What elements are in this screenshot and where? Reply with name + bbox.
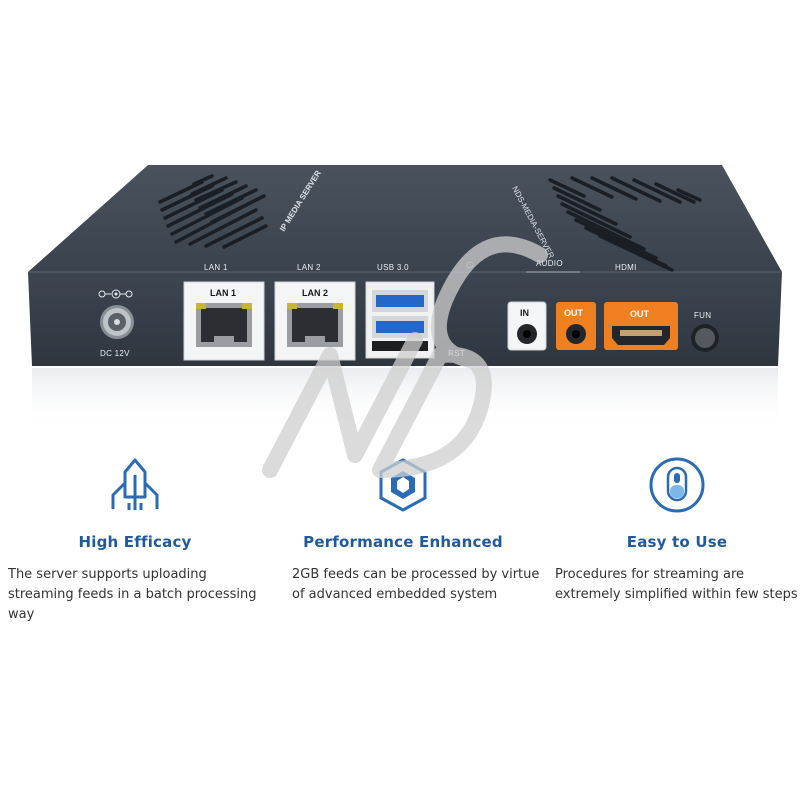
lan1-port: LAN 1 xyxy=(183,281,265,361)
fun-label: FUN xyxy=(694,311,711,320)
audio-in-jack: IN xyxy=(507,301,547,351)
feature-easy-to-use: Easy to Use xyxy=(547,455,800,551)
mouse-icon xyxy=(647,455,707,515)
fun-button: FUN xyxy=(691,311,719,352)
dc-power-jack: DC 12V xyxy=(98,289,134,358)
audio-group-label: AUDIO xyxy=(536,259,563,268)
lan1-label: LAN 1 xyxy=(210,288,236,298)
feature-description: The server supports uploading streaming … xyxy=(8,567,257,622)
device-reflection xyxy=(32,368,778,428)
media-server-device: IP MEDIA SERVER NDS-MEDIA-SERVER LAN 1 L… xyxy=(28,165,782,428)
dc-label: DC 12V xyxy=(100,349,130,358)
reset-label: RST xyxy=(448,349,465,358)
feature-description: Procedures for streaming are extremely s… xyxy=(555,567,798,602)
feature-title: Easy to Use xyxy=(626,533,728,551)
lan2-port: LAN 2 xyxy=(274,281,356,361)
usb-top-label: USB 3.0 xyxy=(377,263,409,272)
hdmi-top-label: HDMI xyxy=(615,263,637,272)
feature-title: Performance Enhanced xyxy=(303,533,503,551)
audio-out-jack: OUT xyxy=(556,302,596,350)
audio-out-label: OUT xyxy=(564,308,584,318)
feature-title: High Efficacy xyxy=(78,533,192,551)
feature-performance-enhanced: Performance Enhanced xyxy=(273,455,533,551)
vent-grille-right xyxy=(548,176,702,272)
lan2-top-label: LAN 2 xyxy=(297,263,321,272)
audio-in-label: IN xyxy=(520,308,529,318)
lan1-top-label: LAN 1 xyxy=(204,263,228,272)
vent-grille-left xyxy=(158,174,268,249)
hdmi-out-port: OUT xyxy=(604,302,678,350)
feature-high-efficacy: High Efficacy xyxy=(5,455,265,551)
hdmi-out-label: OUT xyxy=(630,309,650,319)
device-top-face xyxy=(28,165,782,272)
lan2-label: LAN 2 xyxy=(302,288,328,298)
feature-description: 2GB feeds can be processed by virtue of … xyxy=(292,567,540,602)
cube-icon xyxy=(373,455,433,515)
rocket-icon xyxy=(105,455,165,515)
